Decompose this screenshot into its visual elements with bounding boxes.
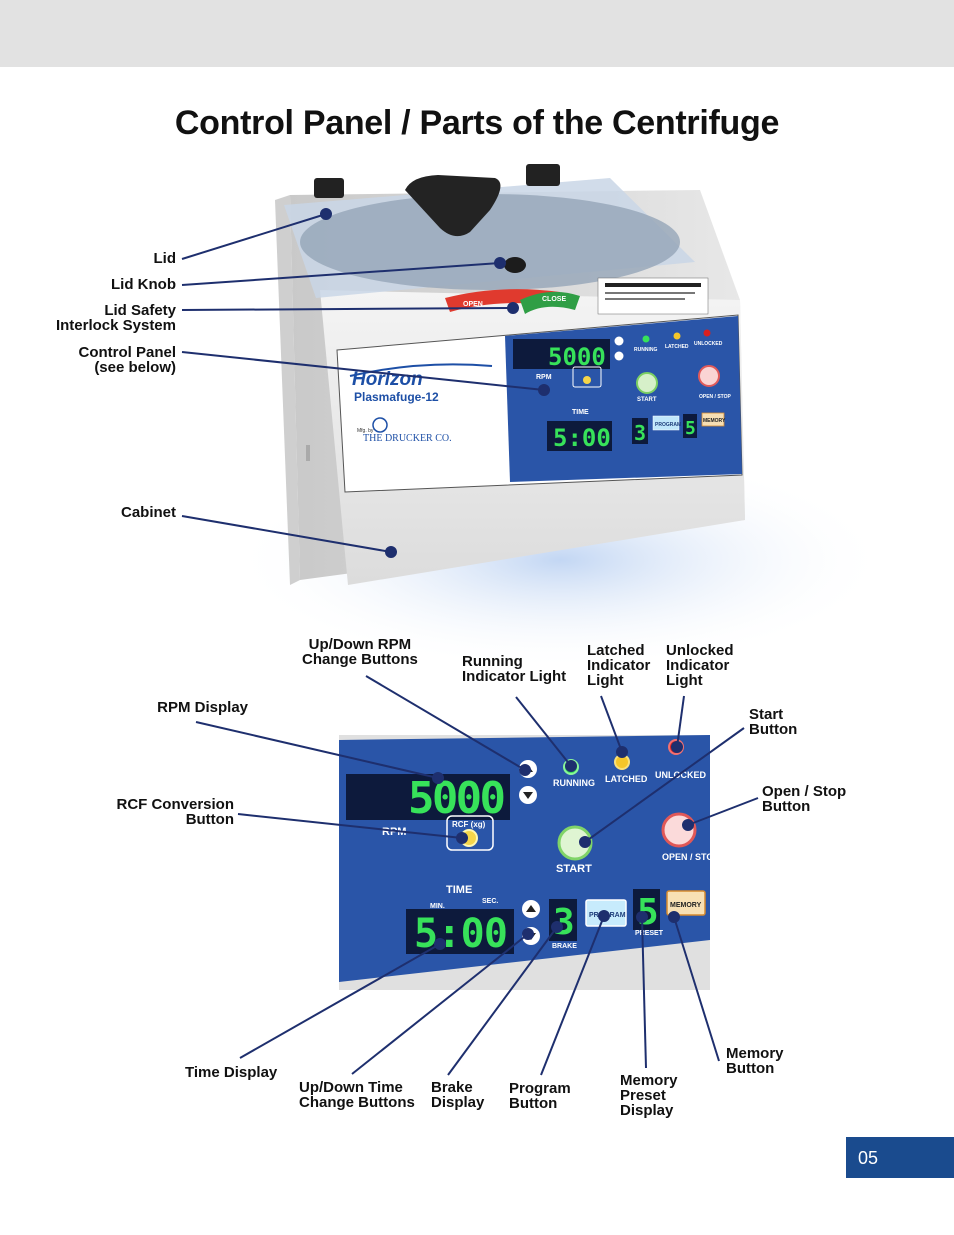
mini-latched-label: LATCHED bbox=[665, 344, 689, 350]
callout-lid: Lid bbox=[153, 250, 177, 267]
callout-start-button: Start Button bbox=[749, 706, 798, 738]
page-number-tab: 05 bbox=[846, 1137, 954, 1178]
time-up-icon bbox=[526, 905, 536, 912]
callout-program-button: Program Button bbox=[509, 1080, 571, 1112]
mini-time-display: 5:00 bbox=[553, 424, 611, 452]
mini-preset-display: 5 bbox=[685, 418, 696, 439]
lid-close-label: CLOSE bbox=[542, 296, 566, 303]
memory-button[interactable] bbox=[666, 890, 706, 916]
preset-label: PRESET bbox=[635, 930, 664, 937]
callout-memory-button: Memory Button bbox=[726, 1045, 784, 1077]
callout-open-stop-button: Open / Stop Button bbox=[762, 783, 847, 815]
callout-unlocked-light: Unlocked Indicator Light bbox=[666, 642, 734, 689]
callout-lid-safety: Lid Safety Interlock System bbox=[55, 302, 176, 334]
mini-running-label: RUNNING bbox=[634, 347, 657, 353]
lid-knob bbox=[405, 175, 501, 237]
callout-lines bbox=[181, 208, 759, 1076]
rcf-button[interactable] bbox=[446, 815, 494, 851]
centrifuge-photo: OPEN CLOSE Horizon Plasmafuge-12 Mfg. by… bbox=[275, 164, 745, 585]
maker-name: THE DRUCKER CO. bbox=[363, 433, 452, 444]
running-label: RUNNING bbox=[553, 778, 595, 788]
brake-display bbox=[549, 899, 577, 941]
start-button[interactable] bbox=[557, 825, 593, 861]
callout-lid-knob: Lid Knob bbox=[111, 276, 176, 293]
mini-rpm-label: RPM bbox=[536, 374, 552, 381]
page-number: 05 bbox=[858, 1148, 879, 1168]
mini-unlocked-label: UNLOCKED bbox=[694, 341, 723, 347]
mini-program-label: PROGRAM bbox=[655, 422, 681, 428]
min-label: MIN. bbox=[430, 903, 445, 910]
callout-running-light: Running Indicator Light bbox=[462, 653, 567, 685]
callout-control-panel: Control Panel (see below) bbox=[78, 344, 176, 376]
mini-time-label: TIME bbox=[572, 409, 589, 416]
latched-label: LATCHED bbox=[605, 774, 648, 784]
page-title: Control Panel / Parts of the Centrifuge bbox=[174, 104, 780, 142]
callout-latched-light: Latched Indicator Light bbox=[587, 642, 651, 689]
mini-rpm-display: 5000 bbox=[548, 343, 606, 371]
rpm-down-icon bbox=[523, 792, 533, 799]
lid-open-label: OPEN bbox=[463, 301, 483, 308]
rpm-display bbox=[346, 774, 510, 820]
callout-rpm-display: RPM Display bbox=[157, 699, 248, 716]
mini-start-label: START bbox=[637, 397, 657, 403]
callout-rcf-button: RCF Conversion Button bbox=[116, 796, 234, 828]
header-bar bbox=[0, 0, 954, 67]
time-label: TIME bbox=[446, 884, 472, 896]
maker-prefix: Mfg. by bbox=[357, 428, 374, 434]
model-name: Plasmafuge-12 bbox=[354, 390, 439, 404]
time-display bbox=[406, 909, 514, 954]
callout-updown-rpm: Up/Down RPM Change Buttons bbox=[302, 636, 418, 668]
callout-cabinet: Cabinet bbox=[120, 504, 176, 521]
mini-brake-display: 3 bbox=[634, 421, 646, 445]
control-panel-closeup: 5000 RPM RCF (xg) RUNNING LATCHED UNLOCK… bbox=[339, 735, 719, 990]
preset-display bbox=[633, 889, 660, 930]
brake-label: BRAKE bbox=[552, 943, 577, 950]
callout-updown-time: Up/Down Time Change Buttons bbox=[299, 1079, 415, 1111]
brand-logo: Horizon bbox=[352, 369, 423, 390]
rpm-label: RPM bbox=[382, 826, 406, 838]
memory-label: MEMORY bbox=[670, 902, 702, 909]
callout-time-display: Time Display bbox=[185, 1064, 278, 1081]
unlocked-label: UNLOCKED bbox=[655, 770, 706, 780]
rcf-label: RCF (xg) bbox=[452, 820, 486, 829]
mini-memory-label: MEMORY bbox=[703, 418, 726, 424]
sec-label: SEC. bbox=[482, 898, 498, 905]
start-label: START bbox=[556, 863, 592, 875]
callout-memory-preset: Memory Preset Display bbox=[620, 1072, 678, 1119]
mini-open-stop-label: OPEN / STOP bbox=[699, 394, 732, 400]
callout-brake-display: Brake Display bbox=[431, 1079, 485, 1111]
open-stop-label: OPEN / STOP bbox=[662, 852, 719, 862]
